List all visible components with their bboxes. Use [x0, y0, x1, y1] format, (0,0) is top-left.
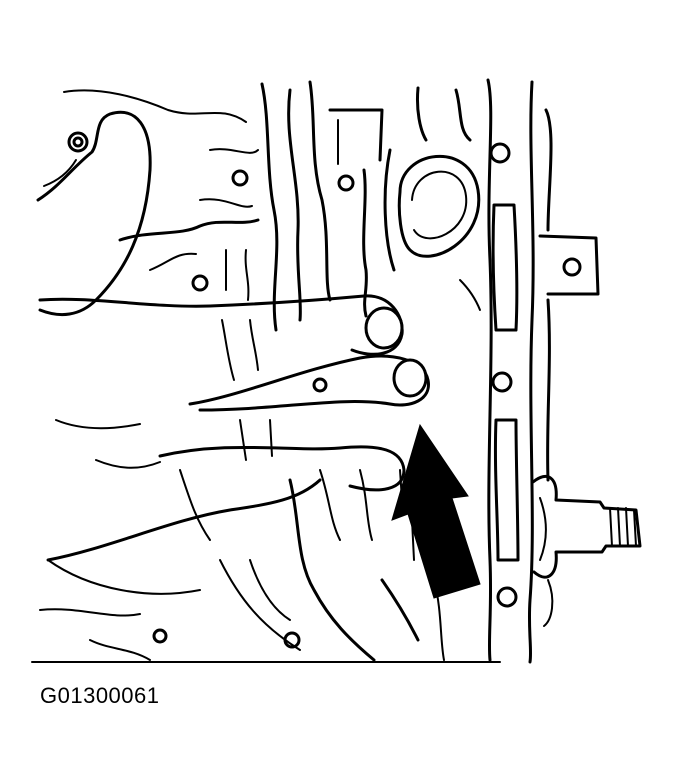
figure-code: G01300061	[40, 683, 160, 708]
hand-outline	[36, 89, 430, 595]
indicator-arrow	[391, 423, 481, 599]
valve-body-housing	[39, 78, 642, 664]
